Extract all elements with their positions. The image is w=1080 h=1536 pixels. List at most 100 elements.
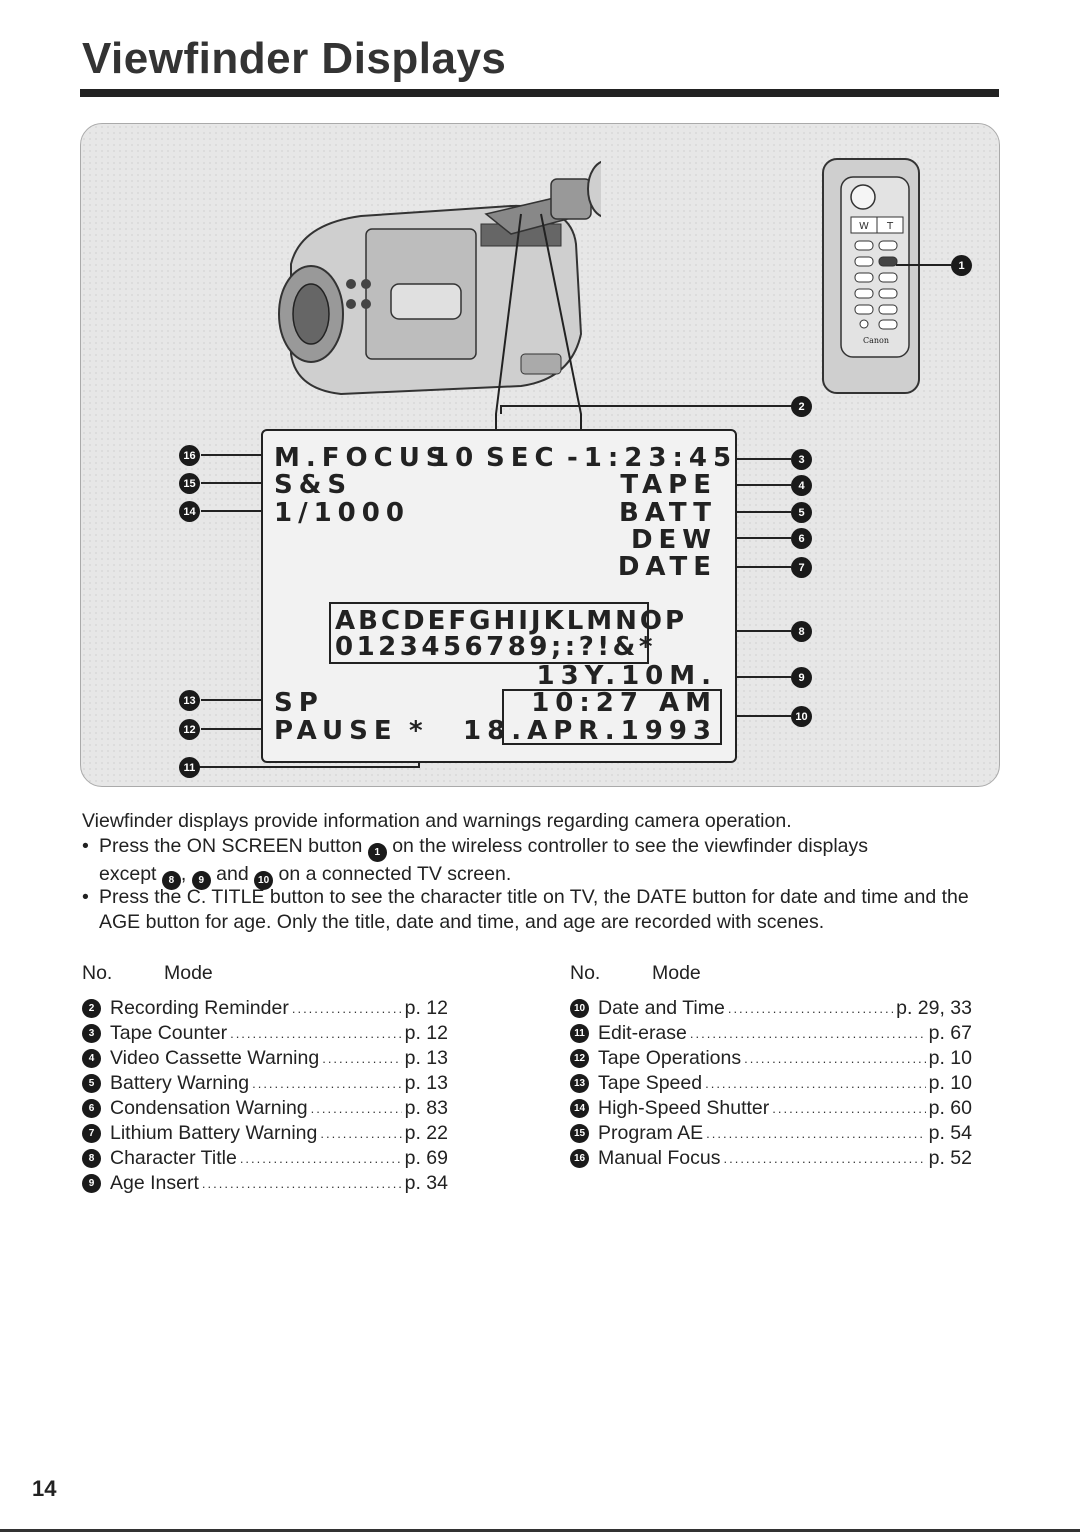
row-page-ref: p. 12 xyxy=(404,1022,448,1044)
bullet-title-date-age: • Press the C. TITLE button to see the c… xyxy=(82,885,982,935)
row-mode-label: Program AE xyxy=(598,1122,704,1144)
row-page-ref: p. 12 xyxy=(404,997,448,1019)
row-leader-dots: ........................................… xyxy=(201,1176,402,1191)
row-leader-dots: ........................................… xyxy=(322,1051,401,1066)
bottom-rule xyxy=(0,1529,1080,1532)
table-row: 8 Character Title........................… xyxy=(82,1146,448,1171)
vf-date: 18.APR.1993 xyxy=(463,716,717,746)
row-leader-dots: ........................................… xyxy=(723,1151,926,1166)
vf-manual-focus: M.FOCUS xyxy=(274,443,451,473)
vf-recording-reminder-unit: SEC xyxy=(486,443,560,473)
vf-edit-erase-mark: * xyxy=(409,716,429,746)
header-mode: Mode xyxy=(164,962,213,984)
intro-paragraph: Viewfinder displays provide information … xyxy=(82,810,792,832)
callout-11: 11 xyxy=(179,757,200,778)
table-header-right: No. Mode xyxy=(570,962,972,996)
row-page-ref: p. 54 xyxy=(928,1122,972,1144)
vf-tape-counter: -1:23:45 xyxy=(567,443,738,473)
row-number-callout: 15 xyxy=(570,1124,589,1143)
bullet1-text-and: and xyxy=(216,863,249,885)
callout-2: 2 xyxy=(791,396,812,417)
row-mode-label: Video Cassette Warning xyxy=(110,1047,320,1069)
row-mode-label: High-Speed Shutter xyxy=(598,1097,770,1119)
remote-t-label: T xyxy=(886,221,894,232)
wireless-controller-illustration: W T Canon xyxy=(822,158,920,394)
row-number-callout: 2 xyxy=(82,999,101,1018)
vf-lithium-warning: DATE xyxy=(617,552,717,582)
callout-5: 5 xyxy=(791,502,812,523)
vf-time: 10:27 AM xyxy=(531,688,717,718)
row-number-callout: 7 xyxy=(82,1124,101,1143)
bullet-on-screen: • Press the ON SCREEN button 1 on the wi… xyxy=(82,834,982,890)
row-leader-dots: ........................................… xyxy=(252,1076,402,1091)
row-page-ref: p. 29, 33 xyxy=(896,997,972,1019)
row-mode-label: Age Insert xyxy=(110,1172,199,1194)
row-leader-dots: ........................................… xyxy=(291,1001,402,1016)
vf-tape-operation: PAUSE xyxy=(274,716,398,746)
date-time-box xyxy=(502,689,722,745)
row-leader-dots: ........................................… xyxy=(239,1151,402,1166)
table-row: 14 High-Speed Shutter....................… xyxy=(570,1096,972,1121)
vf-age-insert: 13Y.10M. xyxy=(536,661,717,691)
vf-tape-speed: SP xyxy=(274,688,324,718)
title-rule xyxy=(80,89,999,97)
inline-callout-10: 10 xyxy=(254,871,274,890)
inline-callout-1: 1 xyxy=(367,843,387,862)
callout-15: 15 xyxy=(179,473,200,494)
row-leader-dots: ........................................… xyxy=(744,1051,926,1066)
row-number-callout: 11 xyxy=(570,1024,589,1043)
page-title: Viewfinder Displays xyxy=(82,34,507,83)
camcorder-illustration xyxy=(278,161,601,396)
row-leader-dots: ........................................… xyxy=(320,1126,401,1141)
row-page-ref: p. 69 xyxy=(404,1147,448,1169)
callout-4: 4 xyxy=(791,475,812,496)
bullet2-text: Press the C. TITLE button to see the cha… xyxy=(99,886,969,933)
row-number-callout: 14 xyxy=(570,1099,589,1118)
callout-3: 3 xyxy=(791,449,812,470)
bullet1-text-c: except xyxy=(99,863,157,885)
row-number-callout: 6 xyxy=(82,1099,101,1118)
row-leader-dots: ........................................… xyxy=(727,1001,894,1016)
row-number-callout: 10 xyxy=(570,999,589,1018)
row-mode-label: Condensation Warning xyxy=(110,1097,308,1119)
row-page-ref: p. 13 xyxy=(404,1047,448,1069)
remote-w-label: W xyxy=(859,221,869,232)
row-mode-label: Tape Counter xyxy=(110,1022,228,1044)
inline-callout-8: 8 xyxy=(161,871,181,890)
row-mode-label: Tape Speed xyxy=(598,1072,703,1094)
row-number-callout: 4 xyxy=(82,1049,101,1068)
row-leader-dots: ........................................… xyxy=(689,1026,926,1041)
row-page-ref: p. 10 xyxy=(928,1072,972,1094)
row-number-callout: 8 xyxy=(82,1149,101,1168)
row-number-callout: 13 xyxy=(570,1074,589,1093)
callout-9: 9 xyxy=(791,667,812,688)
row-mode-label: Character Title xyxy=(110,1147,237,1169)
row-leader-dots: ........................................… xyxy=(230,1026,402,1041)
row-leader-dots: ........................................… xyxy=(706,1126,926,1141)
inline-callout-9: 9 xyxy=(191,871,211,890)
character-title-box xyxy=(329,602,649,664)
bullet1-text-b: on the wireless controller to see the vi… xyxy=(392,835,869,857)
row-page-ref: p. 83 xyxy=(404,1097,448,1119)
table-row: 13 Tape Speed............................… xyxy=(570,1071,972,1096)
callout-14: 14 xyxy=(179,501,200,522)
vf-tape-warning: TAPE xyxy=(620,470,717,500)
callout-12: 12 xyxy=(179,719,200,740)
row-leader-dots: ........................................… xyxy=(705,1076,926,1091)
header-no: No. xyxy=(570,962,601,984)
row-leader-dots: ........................................… xyxy=(772,1101,925,1116)
row-page-ref: p. 10 xyxy=(928,1047,972,1069)
header-no: No. xyxy=(82,962,113,984)
callout-6: 6 xyxy=(791,528,812,549)
table-header-left: No. Mode xyxy=(82,962,448,996)
row-number-callout: 5 xyxy=(82,1074,101,1093)
